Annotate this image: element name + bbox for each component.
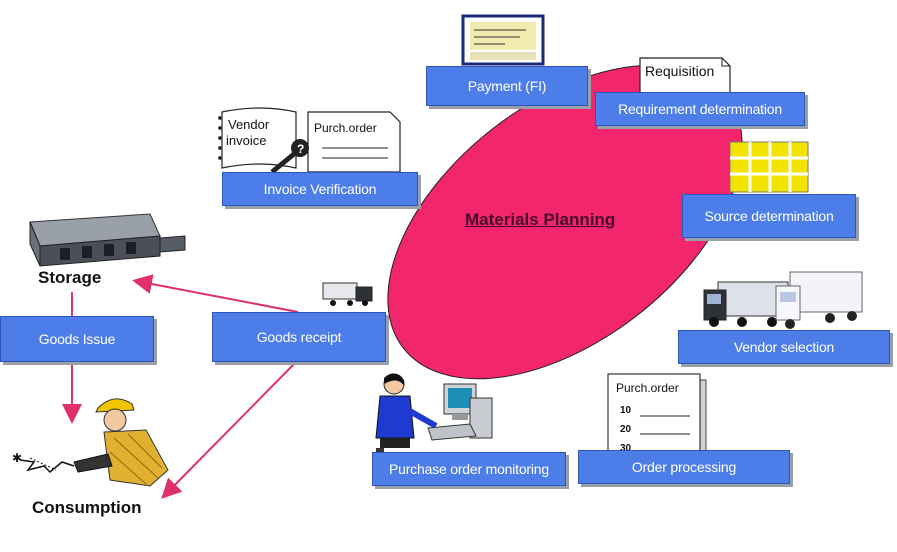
svg-text:?: ? — [297, 142, 304, 156]
diagram-title: Materials Planning — [465, 210, 616, 229]
warehouse-icon — [29, 213, 186, 267]
po-line-2: 20 — [620, 424, 632, 435]
requisition-document-icon — [639, 57, 731, 99]
vendor-selection-box: Vendor selection — [678, 330, 890, 364]
invoice-documents-icon: ? — [218, 107, 401, 174]
goods-issue-box: Goods Issue — [0, 316, 154, 362]
order-processing-box: Order processing — [578, 450, 790, 484]
requisition-text: Requisition — [645, 63, 715, 79]
worker-icon: ✱ — [12, 398, 169, 487]
vendor-invoice-text-1: Vendor — [228, 117, 270, 132]
trucks-icon — [703, 271, 863, 329]
po-line-3: 30 — [620, 443, 632, 454]
source-grid-icon — [729, 141, 809, 193]
vendor-invoice-text-2: invoice — [226, 133, 267, 148]
arrow-receipt-to-storage — [132, 274, 299, 313]
requirement-determination-box: Requirement determination — [595, 92, 805, 126]
invoice-verification-box: Invoice Verification — [222, 172, 418, 206]
po-line-1: 10 — [620, 405, 632, 416]
payment-box: Payment (FI) — [426, 66, 588, 106]
payment-document-icon — [461, 14, 545, 66]
purch-order-doc-text: Purch.order — [616, 381, 679, 395]
small-truck-icon — [322, 282, 373, 306]
purch-order-small-text: Purch.order — [314, 121, 377, 135]
goods-receipt-box: Goods receipt — [212, 312, 386, 362]
arrow-receipt-to-consumption — [161, 361, 297, 499]
source-determination-box: Source determination — [682, 194, 856, 238]
consumption-label: Consumption — [32, 498, 142, 517]
svg-text:✱: ✱ — [12, 451, 22, 465]
purchase-order-monitoring-box: Purchase order monitoring — [372, 452, 566, 486]
storage-label: Storage — [38, 268, 102, 287]
person-at-computer-icon — [375, 373, 493, 464]
